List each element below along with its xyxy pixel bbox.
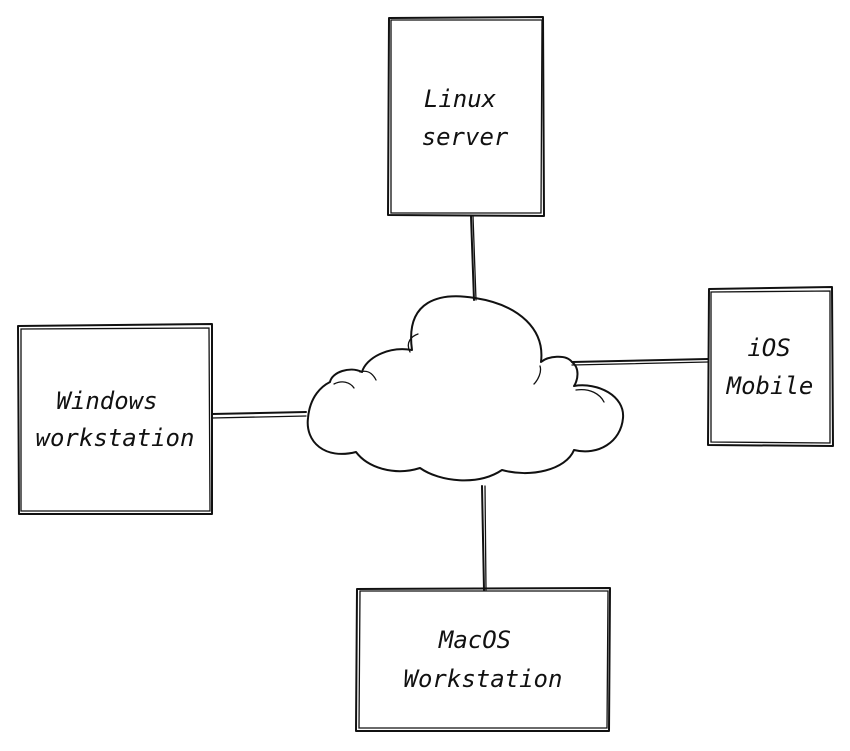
cloud-icon [306, 295, 625, 482]
node-windows-workstation: Windows workstation [17, 323, 213, 515]
node-macos-label-line2: Workstation [404, 665, 563, 693]
node-windows-label-line1: Windows [56, 387, 157, 415]
node-linux-label-line2: server [422, 123, 509, 151]
connector-ios [571, 358, 709, 366]
node-ios-mobile: iOS Mobile [707, 286, 834, 447]
node-windows-label-line2: workstation [36, 424, 195, 452]
connector-linux [470, 215, 477, 301]
node-linux-label-line1: Linux [424, 85, 497, 113]
connector-macos [481, 485, 487, 591]
node-ios-label-line1: iOS [747, 334, 790, 362]
node-linux-server: Linux server [387, 16, 545, 217]
node-macos-label-line1: MacOS [438, 626, 511, 654]
node-ios-label-line2: Mobile [726, 372, 814, 400]
node-macos-workstation: MacOS Workstation [355, 587, 611, 732]
connector-windows [211, 411, 307, 419]
